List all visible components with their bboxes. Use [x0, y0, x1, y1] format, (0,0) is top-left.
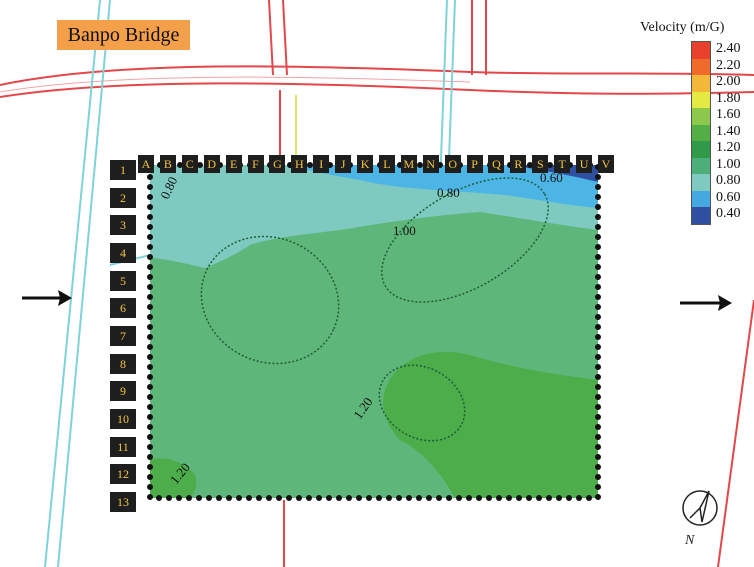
- legend-label: 0.40: [716, 206, 741, 222]
- grid-column-label: H: [291, 155, 308, 173]
- grid-column-label: Q: [488, 155, 505, 173]
- zone-high-center: [383, 351, 598, 498]
- grid-column-label: A: [138, 155, 154, 173]
- road-red-right: [717, 299, 754, 567]
- road-cyan-center-2: [447, 0, 456, 186]
- grid-column-label: F: [247, 155, 264, 173]
- grid-column-label: K: [357, 155, 374, 173]
- grid-column-label: D: [203, 155, 220, 173]
- grid-row-label: 13: [110, 492, 136, 512]
- road-red-center-2: [282, 0, 288, 76]
- legend-label: 2.20: [716, 57, 741, 73]
- road-cyan-left-1: [44, 0, 101, 567]
- legend-label: 1.80: [716, 90, 741, 106]
- road-cyan-left-2: [57, 0, 111, 567]
- legend-swatch: [692, 157, 710, 175]
- grid-column-label: V: [598, 155, 614, 173]
- grid-row-label: 1: [110, 160, 136, 180]
- road-red-upper: [0, 65, 754, 86]
- legend-label: 1.00: [716, 156, 741, 172]
- legend-swatch: [692, 141, 710, 158]
- grid-column-label: C: [181, 155, 198, 173]
- grid-column-label: O: [444, 155, 461, 173]
- zone-low: [510, 165, 598, 182]
- legend-label: 0.60: [716, 189, 741, 205]
- velocity-map: [150, 165, 598, 498]
- legend-label: 0.80: [716, 173, 741, 189]
- grid-row-label: 7: [110, 326, 136, 346]
- grid-column-label: P: [466, 155, 483, 173]
- grid-row-label: 4: [110, 243, 136, 263]
- grid-column-label: T: [554, 155, 571, 173]
- grid-column-label: M: [400, 155, 417, 173]
- title-box: Banpo Bridge: [57, 20, 190, 50]
- north-label: N: [685, 533, 695, 548]
- legend-title: Velocity (m/G): [640, 20, 725, 35]
- legend-swatch: [692, 124, 710, 142]
- grid-column-label: B: [159, 155, 176, 173]
- grid-row-label: 6: [110, 298, 136, 319]
- grid-column-label: R: [510, 155, 527, 173]
- legend-label: 2.40: [716, 41, 741, 56]
- legend-label: 1.20: [716, 140, 741, 156]
- legend-swatch: [692, 75, 710, 92]
- legend-swatch: [692, 58, 710, 76]
- contour-label-2: 0.80: [437, 185, 460, 200]
- legend-swatch: [692, 42, 710, 59]
- contour-ellipse-left: [200, 235, 340, 365]
- grid-row-label: 11: [110, 436, 136, 457]
- road-cyan-center-1: [439, 0, 448, 186]
- legend-swatch: [692, 108, 710, 125]
- contour-label-4: 1.00: [393, 223, 416, 238]
- grid-column-label: J: [335, 155, 352, 173]
- contour-label-3: 0.60: [540, 170, 563, 185]
- legend-label: 1.60: [716, 107, 741, 123]
- zone-high-corner: [150, 458, 197, 498]
- legend-swatch: [692, 207, 710, 224]
- contour-ellipse-bottom: [378, 364, 466, 442]
- zone-blue: [290, 165, 598, 208]
- grid-column-label: L: [378, 155, 395, 173]
- road-red-center-1: [268, 0, 274, 76]
- legend-label: 1.40: [716, 123, 741, 139]
- grid-row-label: 10: [110, 409, 136, 429]
- legend-swatch: [692, 174, 710, 191]
- grid-row-label: 5: [110, 270, 136, 291]
- grid-row-label: 8: [110, 353, 136, 374]
- north-compass-icon: [682, 490, 718, 526]
- flow-arrows: [22, 290, 732, 311]
- road-red-inner: [0, 76, 471, 93]
- legend-swatch: [692, 190, 710, 208]
- grid-column-label: S: [532, 155, 549, 173]
- legend-label: 2.00: [716, 74, 741, 90]
- grid-column-label: I: [313, 155, 330, 173]
- legend-color-bar: [691, 41, 711, 225]
- grid-row-label: 3: [110, 215, 136, 236]
- grid-column-label: N: [422, 155, 439, 173]
- grid-row-label: 12: [110, 464, 136, 485]
- road-red-lower: [0, 82, 754, 98]
- legend-swatch: [692, 91, 710, 109]
- grid-column-label: E: [225, 155, 242, 173]
- grid-row-label: 9: [110, 381, 136, 402]
- grid-column-label: U: [576, 155, 593, 173]
- grid-row-label: 2: [110, 187, 136, 208]
- grid-column-label: G: [269, 155, 286, 173]
